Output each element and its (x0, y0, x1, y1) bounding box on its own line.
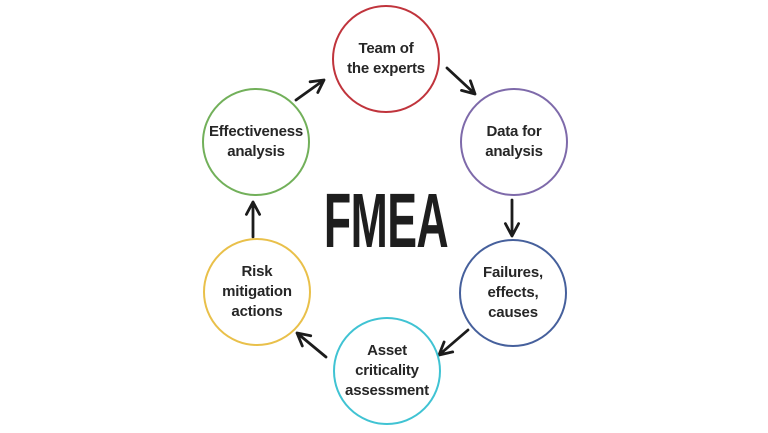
node-data-for-analysis-label: Data for analysis (485, 123, 543, 160)
node-risk-mitigation-actions-label: Risk mitigation actions (222, 263, 292, 320)
arrow-team-to-data-icon (445, 66, 477, 96)
node-failures-effects-causes-label: Failures, effects, causes (483, 264, 543, 321)
node-asset-criticality-assessment: Asset criticality assessment (333, 317, 441, 425)
node-effectiveness-analysis: Effectiveness analysis (202, 88, 310, 196)
node-team-of-experts-label: Team of the experts (347, 40, 425, 77)
arrow-effectiveness-to-team-icon (294, 78, 326, 102)
arrow-data-to-failures-icon (504, 198, 520, 238)
node-team-of-experts: Team of the experts (332, 5, 440, 113)
node-effectiveness-analysis-label: Effectiveness analysis (208, 123, 304, 160)
diagram-title: FMEA (323, 177, 449, 264)
node-failures-effects-causes: Failures, effects, causes (459, 239, 567, 347)
arrow-risk-to-effectiveness-icon (245, 200, 261, 239)
arrow-failures-to-asset-icon (437, 328, 470, 357)
node-data-for-analysis: Data for analysis (460, 88, 568, 196)
node-risk-mitigation-actions: Risk mitigation actions (203, 238, 311, 346)
node-asset-criticality-assessment-label: Asset criticality assessment (345, 342, 429, 399)
arrow-asset-to-risk-icon (295, 331, 328, 359)
